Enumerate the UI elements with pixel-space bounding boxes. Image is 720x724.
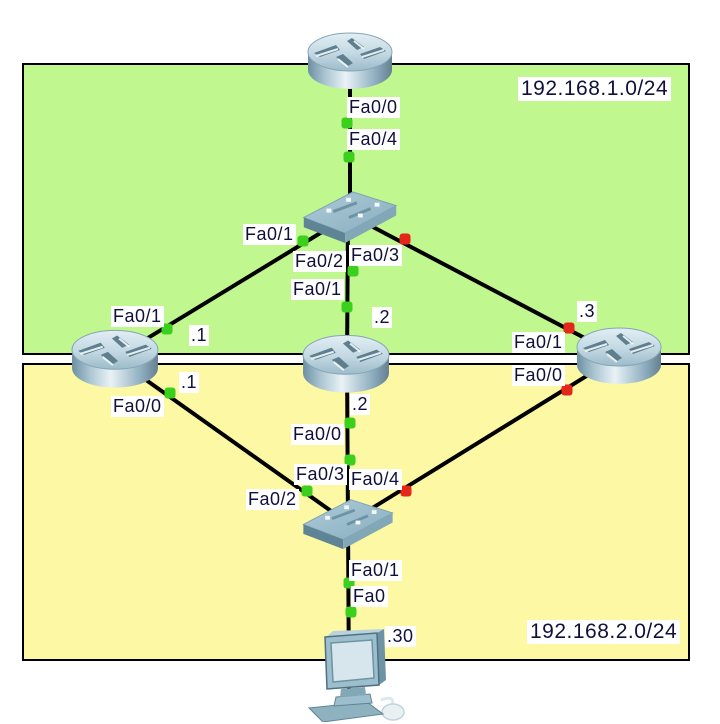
status-light-down [561,384,573,396]
status-light-up [301,485,313,497]
port-label-routerright-fa00: Fa0/0 [512,365,565,386]
router-right[interactable] [575,326,663,386]
port-label-switchtop-fa02: Fa0/2 [293,251,346,272]
port-label-routertop-fa00: Fa0/0 [347,97,400,118]
port-label-switchtop-fa03: Fa0/3 [349,245,402,266]
link-routerright-switchbottom[interactable] [346,354,621,525]
port-label-routermiddle-fa00: Fa0/0 [291,424,344,445]
port-label-routermiddle-fa01: Fa0/1 [291,279,344,300]
link-switchtop-routerright[interactable] [349,213,620,358]
status-light-up [347,265,359,277]
status-light-up [344,417,356,429]
network-label-lan1: 192.168.1.0/24 [518,77,672,101]
status-light-up [164,387,176,399]
ip-label-routerleft-net2: .1 [179,372,200,393]
status-light-up [343,151,355,163]
ip-label-routermiddle-net2: .2 [350,394,371,415]
status-light-up [344,454,356,466]
port-label-pc-fa0: Fa0 [351,586,388,607]
switch-bottom[interactable] [301,498,395,551]
router-left[interactable] [70,329,160,389]
status-light-down [563,322,575,334]
ip-label-routerright-net1: .3 [577,301,598,322]
status-light-down [399,233,411,245]
port-label-switchbottom-fa04: Fa0/4 [349,469,402,490]
router-top[interactable] [307,32,393,90]
status-light-up [341,117,353,129]
status-light-up [341,301,353,313]
port-label-routerleft-fa00: Fa0/0 [111,396,164,417]
port-label-switchbottom-fa01: Fa0/1 [349,560,402,581]
status-light-up [161,323,173,335]
status-light-up [345,606,357,618]
link-switchtop-routerleft[interactable] [113,213,352,360]
network-label-lan2: 192.168.2.0/24 [527,620,681,644]
port-label-switchtop-fa01: Fa0/1 [243,224,296,245]
port-label-switchtop-fa04: Fa0/4 [347,129,400,150]
port-label-switchbottom-fa03: Fa0/3 [294,464,347,485]
port-label-routerleft-fa01: Fa0/1 [111,306,164,327]
port-label-switchbottom-fa02: Fa0/2 [246,489,299,510]
status-light-down [400,485,412,497]
port-label-routerright-fa01: Fa0/1 [512,332,565,353]
status-light-up [297,235,309,247]
router-middle[interactable] [301,334,391,394]
ip-label-pc: .30 [385,626,416,647]
ip-label-routerleft-net1: .1 [189,325,210,346]
ip-label-routermiddle-net1: .2 [372,307,393,328]
